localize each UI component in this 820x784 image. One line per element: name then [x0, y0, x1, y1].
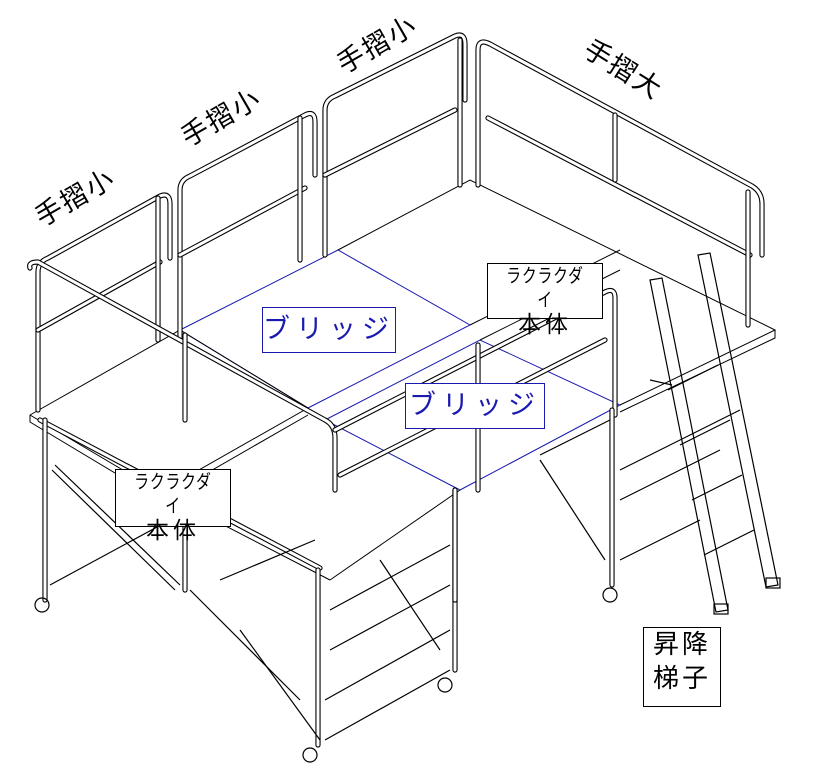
handrail-small-3 [322, 32, 468, 258]
handrail-small-1 [35, 192, 173, 413]
label-ladder: 昇降 梯子 [643, 627, 721, 707]
support-legs [42, 407, 615, 748]
label-platform-body-right-line2: 本体 [518, 312, 572, 338]
label-platform-body-right-line1: ラクラクダイ [506, 265, 584, 311]
caster-wheels [34, 587, 618, 763]
label-ladder-line2: 梯子 [652, 664, 711, 694]
label-platform-body-left-line2: 本体 [146, 518, 200, 544]
label-bridge-2-text: ブリッジ [409, 390, 541, 421]
label-platform-body-left: ラクラクダイ 本体 [115, 469, 231, 544]
handrail-large [475, 39, 765, 328]
label-bridge-1: ブリッジ [262, 307, 396, 353]
label-bridge-1-text: ブリッジ [263, 314, 395, 345]
access-ladder [649, 252, 781, 615]
label-platform-body-left-line1: ラクラクダイ [134, 471, 212, 517]
cross-braces [49, 409, 741, 741]
label-platform-body-right: ラクラクダイ 本体 [487, 263, 603, 338]
handrail-small-2 [177, 110, 318, 343]
label-ladder-line1: 昇降 [652, 630, 711, 660]
label-bridge-2: ブリッジ [405, 383, 545, 429]
